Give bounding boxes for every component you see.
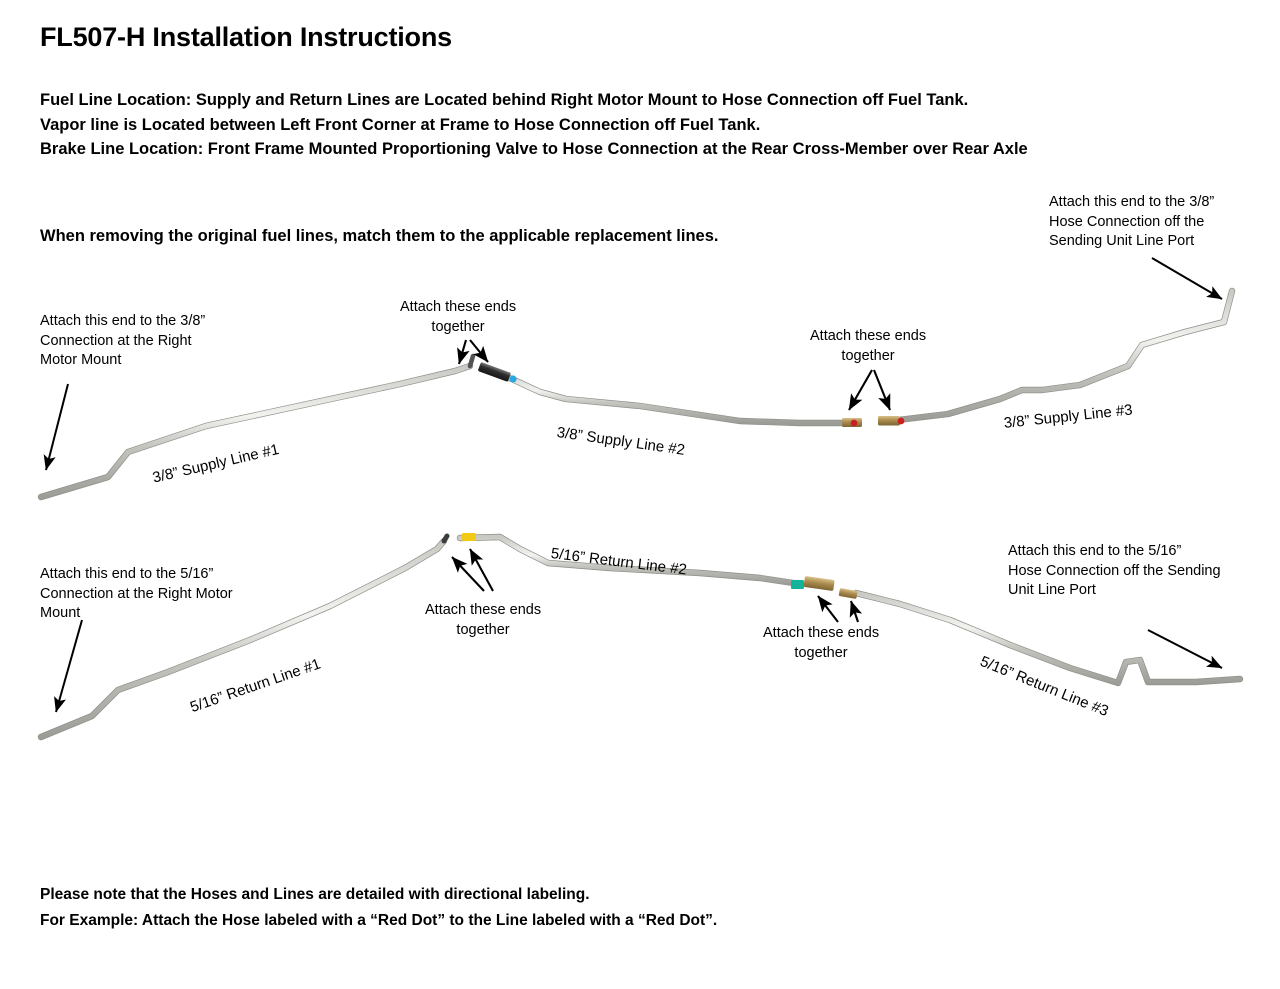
- supply-mid2-arrow-a: [848, 369, 873, 411]
- return-callout-left-arrow: [54, 619, 83, 713]
- supply-junction-1-dot: [509, 375, 517, 383]
- supply-line-2-tube: [483, 366, 850, 427]
- supply-mid1-arrow-a: [457, 339, 470, 365]
- supply-line-1-tube: [37, 353, 476, 501]
- return-line-3-tube: [852, 589, 1244, 687]
- return-callout-right: Attach this end to the 5/16” Hose Connec…: [1008, 543, 1221, 598]
- intro-line-vapor: Vapor line is Located between Left Front…: [40, 115, 761, 134]
- intro-line-fuel: Fuel Line Location: Supply and Return Li…: [40, 91, 969, 109]
- return-junction-1-dot: [462, 533, 476, 541]
- supply-line-group: [37, 257, 1236, 501]
- return-junction-2-dot: [791, 580, 804, 589]
- intro-paragraph: Fuel Line Location: Supply and Return Li…: [40, 88, 1200, 162]
- intro-line-brake: Brake Line Location: Front Frame Mounted…: [40, 140, 1028, 158]
- supply-line-3-tube: [894, 287, 1236, 424]
- return-callout-left: Attach this end to the 5/16” Connection …: [40, 566, 233, 621]
- supply-mid2-arrow-b: [873, 369, 891, 411]
- return-junction-1-fitting: [462, 533, 476, 541]
- supply-callout-right-arrow: [1151, 257, 1223, 300]
- supply-callout-left: Attach this end to the 3/8” Connection a…: [40, 313, 206, 368]
- return-callout-mid-1: Attach these ends together: [425, 602, 542, 638]
- return-junction-2-fitting: [791, 576, 858, 599]
- return-line-2-tube: [456, 533, 804, 588]
- supply-callout-left-arrow: [43, 383, 69, 471]
- supply-callout-mid-2: Attach these ends together: [810, 328, 927, 364]
- footer-note: Please note that the Hoses and Lines are…: [40, 882, 1040, 934]
- return-mid1-arrow-b: [469, 548, 494, 592]
- return-mid2-arrow-a: [817, 595, 839, 623]
- return-line-1-tube: [37, 533, 450, 741]
- return-line-group: [37, 533, 1244, 741]
- return-mid1-arrow-a: [451, 556, 485, 592]
- return-callout-right-arrow: [1147, 629, 1223, 669]
- return-mid2-arrow-b: [849, 600, 863, 623]
- match-lines-note: When removing the original fuel lines, m…: [40, 227, 719, 245]
- footer-line-1: Please note that the Hoses and Lines are…: [40, 886, 590, 903]
- supply-junction-2-fitting: [842, 416, 905, 427]
- footer-line-2: For Example: Attach the Hose labeled wit…: [40, 912, 718, 929]
- supply-junction-2-dot-left: [850, 419, 858, 427]
- return-callout-mid-2: Attach these ends together: [763, 625, 880, 661]
- supply-callout-mid-1: Attach these ends together: [400, 299, 517, 335]
- page-title: FL507-H Installation Instructions: [40, 22, 452, 52]
- supply-mid1-arrow-b: [469, 339, 489, 363]
- supply-junction-1-fitting: [478, 362, 517, 383]
- supply-junction-2-dot-right: [897, 417, 905, 425]
- supply-callout-right: Attach this end to the 3/8” Hose Connect…: [1049, 194, 1215, 249]
